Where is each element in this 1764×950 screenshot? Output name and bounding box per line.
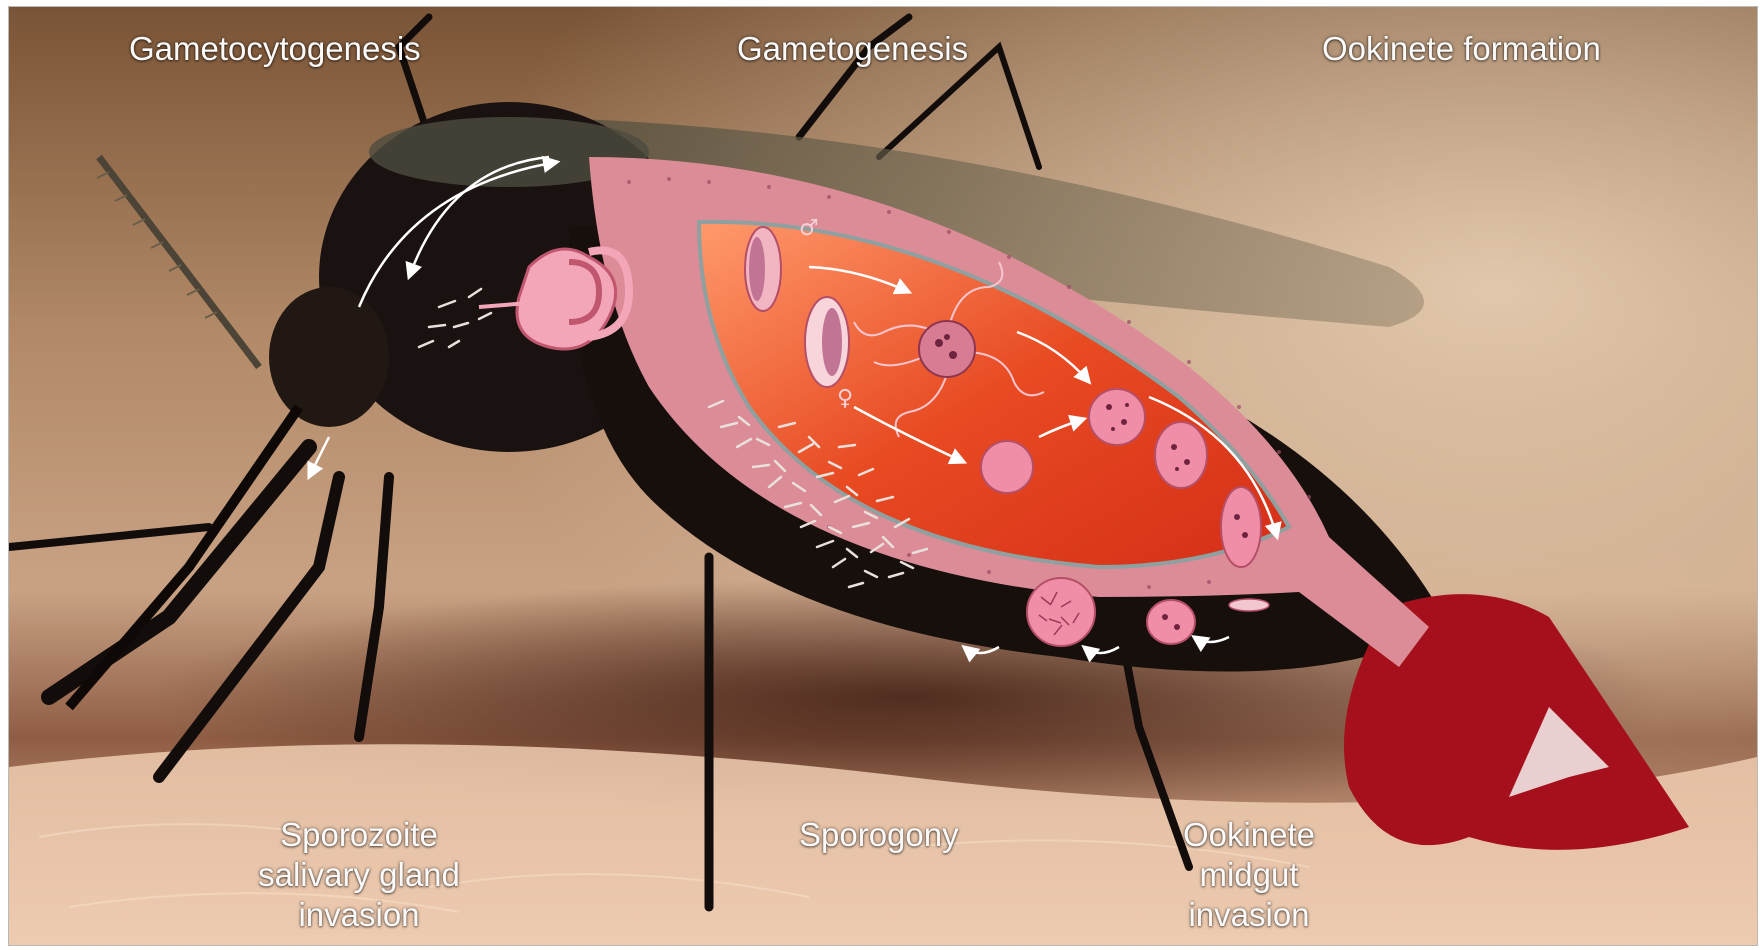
ookinete-stage-2 [1155, 422, 1207, 488]
head [269, 287, 389, 427]
label-line: invasion [1149, 895, 1349, 935]
label-ookinete-midgut-invasion: Ookinete midgut invasion [1149, 815, 1349, 935]
invading-ookinete [1229, 599, 1269, 611]
label-sporozoite-salivary-gland-invasion: Sporozoite salivary gland invasion [244, 815, 474, 935]
ookinete-stage-1 [1089, 389, 1145, 445]
mature-oocyst [1027, 578, 1095, 646]
malaria-life-cycle-figure: ♂ ♀ [8, 6, 1758, 946]
label-line: Sporozoite [244, 815, 474, 855]
young-oocyst [1147, 600, 1195, 644]
label-gametogenesis: Gametogenesis [737, 29, 968, 69]
label-line: Ookinete [1149, 815, 1349, 855]
male-symbol: ♂ [799, 216, 819, 241]
label-line: midgut [1149, 855, 1349, 895]
zygote [981, 441, 1033, 493]
label-ookinete-formation: Ookinete formation [1322, 29, 1601, 69]
mosquito-illustration: ♂ ♀ [9, 7, 1757, 945]
label-line: salivary gland [244, 855, 474, 895]
ookinete [1221, 487, 1261, 567]
label-sporogony: Sporogony [799, 815, 959, 855]
label-gametocytogenesis: Gametocytogenesis [129, 29, 421, 69]
label-line: invasion [244, 895, 474, 935]
female-symbol: ♀ [837, 386, 853, 411]
